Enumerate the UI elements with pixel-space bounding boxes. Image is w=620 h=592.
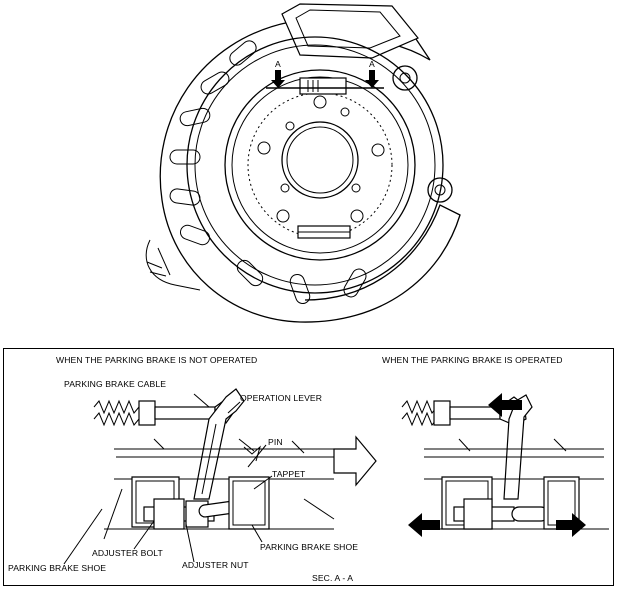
section-a-a-panel: WHEN THE PARKING BRAKE IS NOT OPERATED W… [3,348,614,586]
disc-outer-edge [159,21,461,323]
not-operated-mechanism [93,388,335,540]
drum-outer [224,69,416,261]
hub-center [281,121,359,199]
label-tappet: TAPPET [272,469,306,479]
section-marker-left: A [275,59,281,69]
label-parking-brake-shoe-right: PARKING BRAKE SHOE [260,542,359,552]
operated-mechanism [401,394,609,530]
backing-plate-drawing [145,3,461,323]
section-arrow-right-icon [365,70,379,88]
operated-title: WHEN THE PARKING BRAKE IS OPERATED [382,355,563,365]
section-marker-right: A [369,59,375,69]
section-arrow-left-icon [271,70,285,88]
shoe-expand-right-arrow-icon [556,513,586,537]
not-operated-title: WHEN THE PARKING BRAKE IS NOT OPERATED [56,355,258,365]
transition-arrow-icon [333,435,377,487]
disc-ring-outer [186,36,444,294]
label-parking-brake-cable: PARKING BRAKE CABLE [64,379,167,389]
label-operation-lever: OPERATION LEVER [240,393,323,403]
shoe-expand-left-arrow-icon [408,513,440,537]
label-adjuster-nut: ADJUSTER NUT [182,560,249,570]
leader-lines [63,393,273,565]
cable-pull-arrow-icon [488,393,522,417]
label-pin: PIN [268,437,283,447]
section-caption: SEC. A - A [312,573,354,583]
label-adjuster-bolt: ADJUSTER BOLT [92,548,163,558]
label-parking-brake-shoe-left: PARKING BRAKE SHOE [8,563,107,573]
disc-slots [169,40,367,305]
section-drawings [63,388,609,565]
backing-plate-illustration: A A [145,3,461,323]
